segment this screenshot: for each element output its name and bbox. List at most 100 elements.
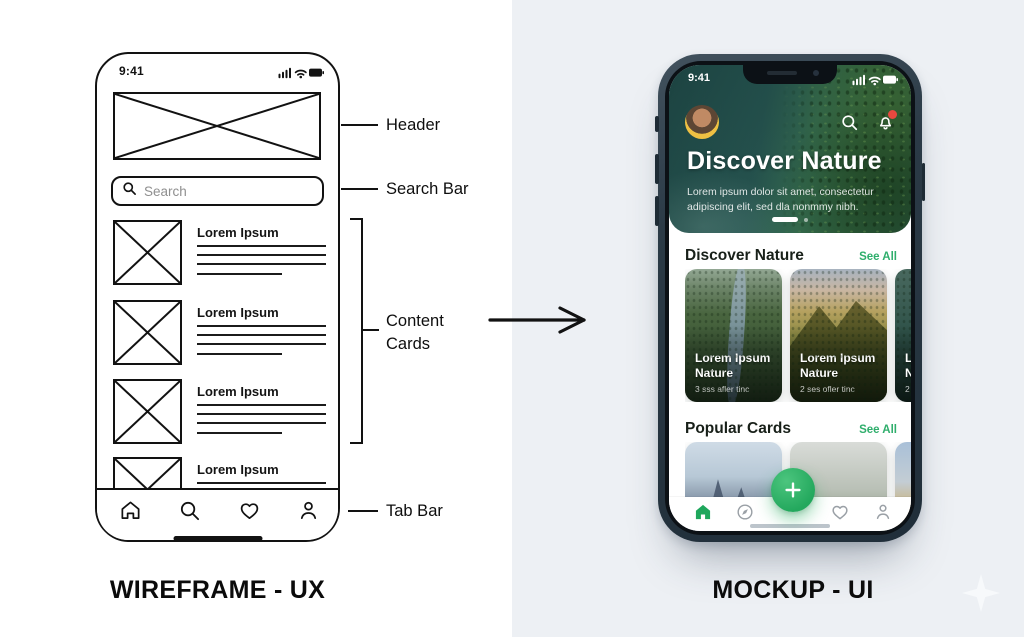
signal-icon <box>852 74 865 86</box>
image-placeholder-icon <box>113 379 182 444</box>
card-title: Lorem Ipsum <box>197 225 279 240</box>
wireframe-status-time: 9:41 <box>119 64 144 78</box>
see-all-link[interactable]: See All <box>859 251 897 263</box>
text-line <box>197 432 282 434</box>
nature-card[interactable]: Lorem Ipsum Nature 3 sss afler tinc <box>685 269 782 402</box>
text-line <box>197 413 326 415</box>
section-header: Discover Nature See All <box>685 247 897 265</box>
annotation-search-bar: Search Bar <box>386 180 469 198</box>
text-line <box>197 343 326 345</box>
card-gradient <box>790 269 887 402</box>
heart-tab-icon[interactable] <box>830 502 850 522</box>
annotation-connector <box>348 510 378 512</box>
wireframe-status-bar: 9:41 <box>97 62 338 80</box>
battery-icon <box>309 68 324 77</box>
mockup-phone: 9:41 <box>655 54 925 542</box>
mockup-caption: MOCKUP - UI <box>712 576 874 604</box>
text-line <box>197 334 326 336</box>
battery-icon <box>883 75 898 84</box>
text-line <box>197 273 282 275</box>
search-icon[interactable] <box>178 499 201 527</box>
annotation-tab-bar: Tab Bar <box>386 502 443 520</box>
bell-icon[interactable] <box>876 110 897 137</box>
volume-up-button <box>655 154 659 184</box>
wifi-icon <box>868 76 881 83</box>
speaker-slit <box>767 71 797 75</box>
hero-header: 9:41 <box>669 65 911 233</box>
transform-arrow-icon <box>486 304 594 341</box>
annotation-bracket <box>350 218 363 444</box>
nature-card[interactable]: Lorem Ipsum Nature 2 ses ofler tinc <box>790 269 887 402</box>
profile-tab-icon[interactable] <box>873 502 893 522</box>
card-title: Lorem Ipsum <box>197 305 279 320</box>
wireframe-content-card[interactable]: Lorem Ipsum <box>113 220 326 286</box>
page-indicator[interactable] <box>772 217 808 222</box>
search-icon[interactable] <box>840 113 859 137</box>
section-title: Popular Cards <box>685 420 791 437</box>
nature-card[interactable]: Lorem Ipsum Nature 2 ses ofler tinc <box>895 269 911 402</box>
add-button[interactable] <box>771 468 815 512</box>
status-time: 9:41 <box>688 72 711 84</box>
volume-down-button <box>655 196 659 226</box>
hero-title: Discover Nature <box>687 147 882 175</box>
home-tab-icon[interactable] <box>693 502 713 522</box>
card-title: Lorem Ipsum Nature <box>695 351 771 380</box>
section-title: Discover Nature <box>685 247 804 264</box>
page-indicator-active <box>772 217 798 222</box>
home-indicator <box>750 524 830 528</box>
power-button <box>921 163 925 201</box>
card-gradient <box>895 269 911 402</box>
person-icon[interactable] <box>297 499 320 527</box>
text-line <box>197 353 282 355</box>
notch <box>743 65 837 84</box>
wifi-dot <box>873 82 877 86</box>
card-gradient <box>685 269 782 402</box>
wireframe-phone: 9:41 <box>95 52 340 542</box>
card-title: Lorem Ipsum Nature <box>800 351 876 380</box>
wireframe-header-placeholder <box>113 92 321 160</box>
wireframe-search-bar[interactable]: Search <box>111 176 324 206</box>
wireframe-content-card[interactable]: Lorem Ipsum <box>113 379 326 445</box>
phone-bezel: 9:41 <box>665 61 915 535</box>
page-indicator-dot <box>804 217 808 222</box>
text-line <box>197 422 326 424</box>
phone-screen: 9:41 <box>669 65 911 531</box>
text-line <box>197 482 326 484</box>
heart-icon[interactable] <box>238 499 261 527</box>
text-line <box>197 263 326 265</box>
signal-icon <box>278 67 291 79</box>
hero-subtitle: Lorem ipsum dolor sit amet, consectetur … <box>687 186 874 213</box>
search-icon <box>122 181 137 201</box>
text-line <box>197 245 326 247</box>
wireframe-caption: WIREFRAME - UX <box>109 576 326 604</box>
wifi-dot <box>299 75 303 79</box>
home-indicator <box>173 536 262 541</box>
annotation-header: Header <box>386 116 441 134</box>
image-placeholder-icon <box>113 300 182 365</box>
section-header: Popular Cards See All <box>685 420 897 438</box>
wireframe-tab-bar <box>97 488 338 541</box>
status-icons <box>852 73 898 91</box>
avatar[interactable] <box>685 105 719 139</box>
search-placeholder-text: Search <box>144 183 187 199</box>
card-caption: 2 ses ofler tinc <box>905 384 911 394</box>
card-title: Lorem Ipsum Nature <box>905 351 911 380</box>
wireframe-content-card[interactable]: Lorem Ipsum <box>113 300 326 366</box>
text-line <box>197 325 326 327</box>
notification-dot <box>888 110 897 119</box>
compass-tab-icon[interactable] <box>735 502 755 522</box>
camera-dot <box>813 70 819 76</box>
annotation-content-cards: Content Cards <box>386 312 444 353</box>
wireframe-content-card[interactable]: Lorem Ipsum <box>113 457 326 522</box>
see-all-link[interactable]: See All <box>859 424 897 436</box>
wireframe-status-icons <box>278 66 324 84</box>
card-title: Lorem Ipsum <box>197 384 279 399</box>
annotation-connector <box>341 188 378 190</box>
mute-switch <box>655 116 659 132</box>
image-placeholder-icon <box>113 220 182 285</box>
home-icon[interactable] <box>119 499 142 527</box>
annotation-connector <box>341 124 378 126</box>
wifi-icon <box>294 69 307 76</box>
card-carousel: Lorem Ipsum Nature 3 sss afler tinc Lore… <box>685 269 911 402</box>
card-caption: 2 ses ofler tinc <box>800 384 855 394</box>
